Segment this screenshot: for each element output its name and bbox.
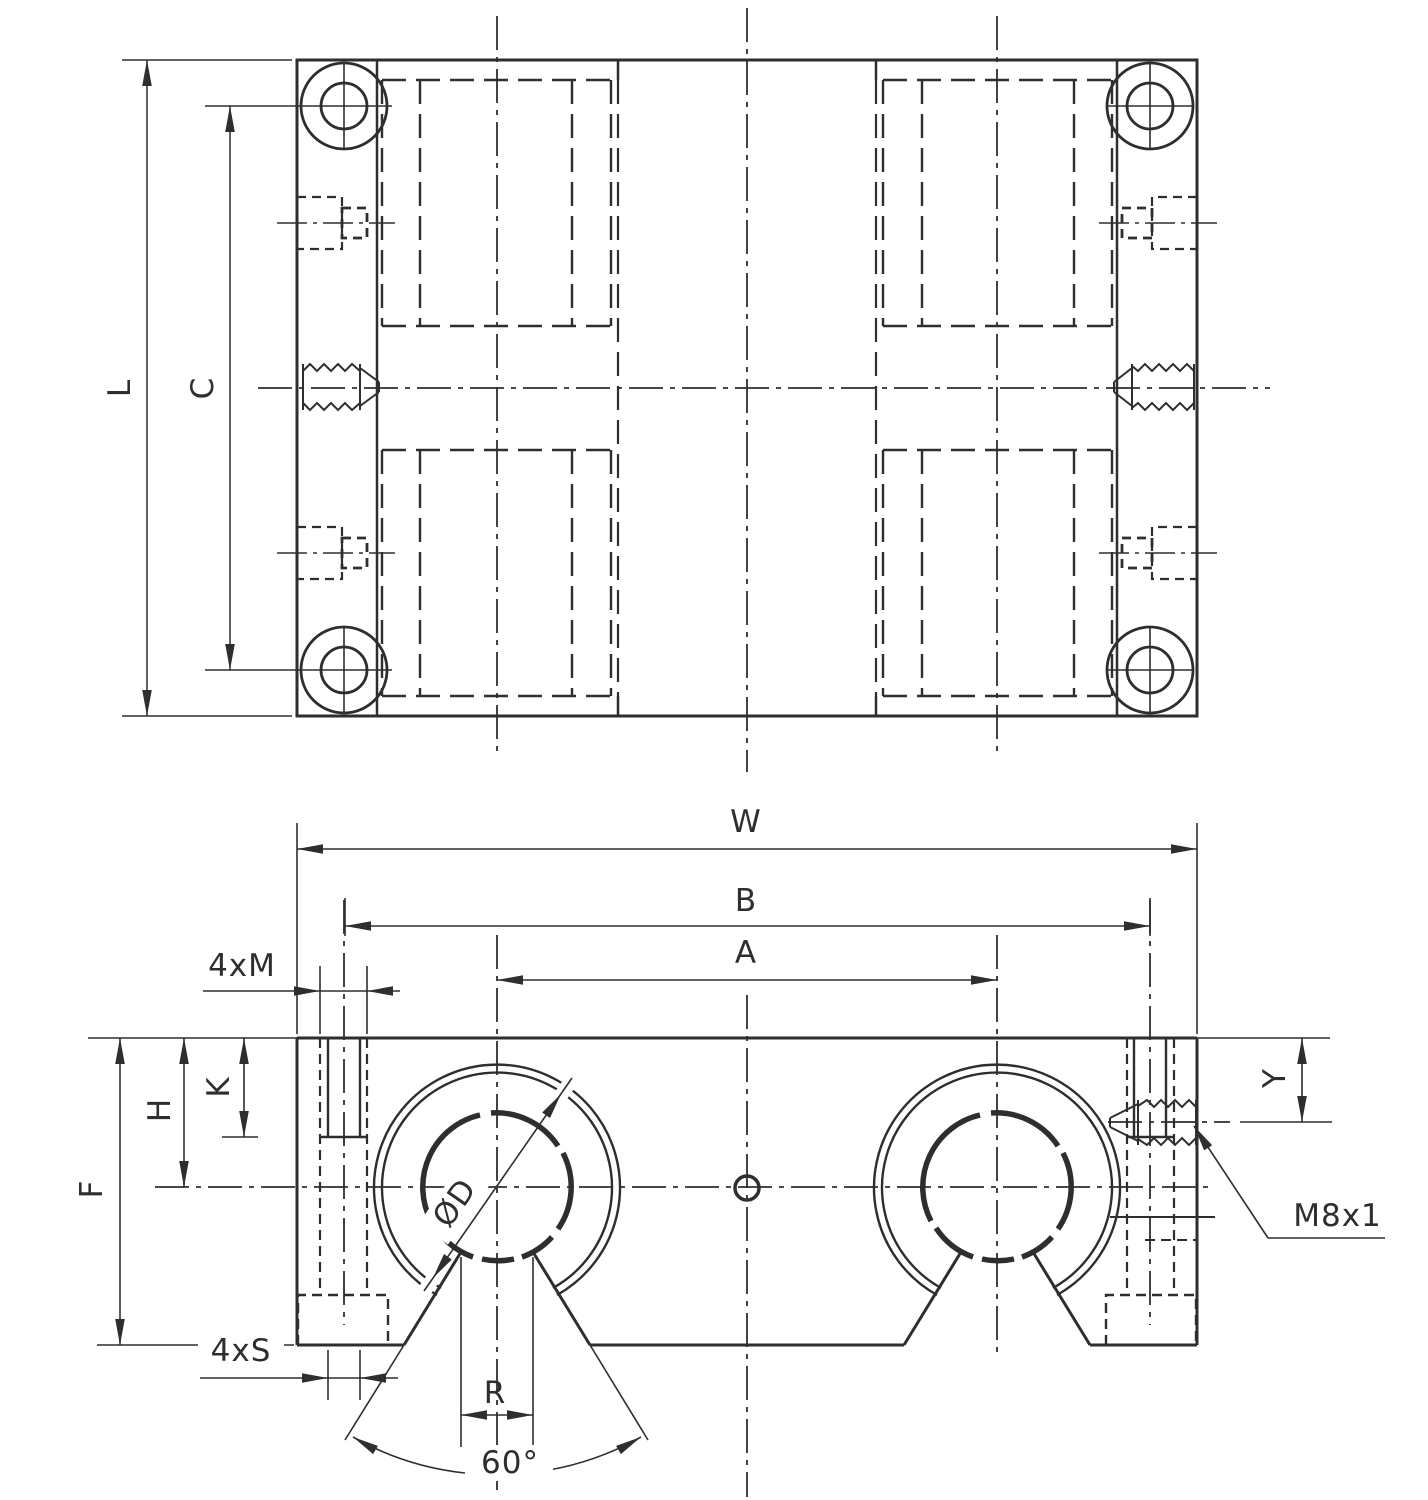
mount-hole-right [1104,1038,1198,1345]
dim-label-4xM: 4xM [208,947,276,984]
top-view-linework [122,8,1270,772]
dim-label-B: B [734,882,758,919]
dim-label-A: A [734,934,758,971]
dim-label-C: C [184,376,221,400]
set-screw-right [1113,362,1195,412]
dim-W-B-A [296,823,1198,1034]
bearing-outline-left [380,78,613,698]
dim-label-R: R [483,1374,507,1411]
dim-label-4xS: 4xS [198,1333,284,1369]
hole-crosshairs [205,63,1193,713]
front-view-linework [88,823,1385,1497]
grease-port-m8 [1109,1098,1215,1241]
dim-60deg [349,1432,645,1474]
dim-K-H-F [114,1037,258,1346]
dim-4xM [203,966,400,1034]
front-view-centerlines [155,900,1230,1497]
dim-label-60deg: 60° [467,1445,553,1481]
dim-diaD-line [423,1077,573,1292]
left-bore-bearing [420,1110,574,1264]
top-view-centerlines [258,8,1270,772]
dim-label-F: F [73,1179,110,1199]
dim-label-Y: Y [1256,1068,1293,1088]
dim-Y [1240,1037,1332,1123]
dim-L-C [122,59,292,717]
mount-hole-left [296,1038,390,1345]
right-bore-bearing [920,1110,1074,1264]
thread-callout-m8x1: M8x1 [1293,1197,1382,1234]
slot-edges [402,1251,1092,1346]
set-screw-left [302,362,380,412]
dim-label-H: H [141,1097,178,1123]
dim-label-W: W [730,803,762,840]
bearing-outline-right [881,78,1114,698]
side-hole-centerlines [277,222,1217,554]
dim-label-K: K [200,1076,237,1098]
leader-m8x1 [1189,1122,1385,1239]
dim-label-L: L [101,378,138,398]
dim-4xS [200,1350,398,1400]
dim-R [460,1257,534,1447]
